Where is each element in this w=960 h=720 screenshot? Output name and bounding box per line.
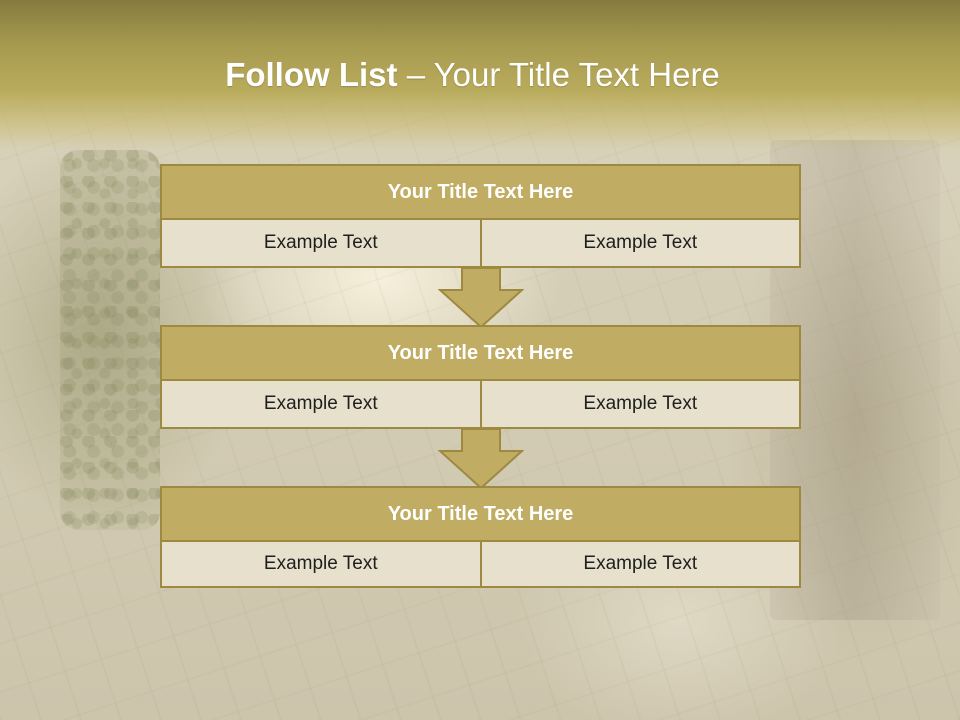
step-row-2: Example Text Example Text	[160, 381, 801, 429]
slide-title-rest: – Your Title Text Here	[397, 56, 720, 93]
down-arrow-icon	[438, 429, 524, 489]
background-ivy	[60, 150, 160, 530]
title-band	[0, 0, 960, 150]
step-title-1: Your Title Text Here	[160, 164, 801, 220]
step-box-2: Your Title Text Here Example Text Exampl…	[160, 325, 801, 429]
step-row-3: Example Text Example Text	[160, 542, 801, 588]
step-box-1: Your Title Text Here Example Text Exampl…	[160, 164, 801, 268]
step-2-right-text: Example Text	[481, 381, 801, 429]
step-row-1: Example Text Example Text	[160, 220, 801, 268]
down-arrow-icon	[438, 268, 524, 328]
step-box-3: Your Title Text Here Example Text Exampl…	[160, 486, 801, 588]
step-title-3: Your Title Text Here	[160, 486, 801, 542]
step-1-left-text: Example Text	[160, 220, 482, 268]
step-3-right-text: Example Text	[481, 542, 801, 588]
slide-title-bold: Follow List	[225, 56, 398, 93]
step-1-right-text: Example Text	[481, 220, 801, 268]
step-2-left-text: Example Text	[160, 381, 482, 429]
slide-title: Follow List – Your Title Text Here	[0, 52, 945, 98]
step-3-left-text: Example Text	[160, 542, 482, 588]
step-title-2: Your Title Text Here	[160, 325, 801, 381]
